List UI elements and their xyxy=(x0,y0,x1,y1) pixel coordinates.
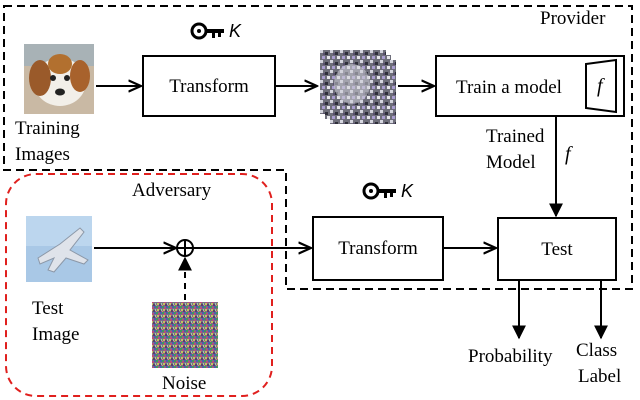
airplane-image xyxy=(26,216,92,282)
adder-icon xyxy=(176,239,194,257)
model-icon xyxy=(585,58,617,114)
key-icon xyxy=(362,182,396,200)
test-label: Test xyxy=(541,239,573,260)
transform-box-bottom xyxy=(312,216,444,281)
test-image-line1: Test xyxy=(32,298,64,319)
trained-model-line1: Trained xyxy=(486,126,545,147)
adversary-region xyxy=(5,173,273,397)
test-box xyxy=(497,217,617,281)
transform-box-top xyxy=(142,55,276,117)
model-f-symbol: f xyxy=(597,75,605,97)
provider-region xyxy=(3,5,633,290)
key-symbol-top: K xyxy=(229,21,242,41)
transform-label-bottom: Transform xyxy=(338,238,418,259)
test-image-line2: Image xyxy=(32,324,79,345)
key-symbol-bottom: K xyxy=(401,181,414,201)
dog-image xyxy=(24,44,94,114)
trained-model-line2: Model xyxy=(486,152,536,173)
adversary-label: Adversary xyxy=(132,180,212,201)
transformed-image xyxy=(320,50,396,124)
training-images-line2: Images xyxy=(15,144,70,165)
provider-label: Provider xyxy=(540,8,606,29)
key-icon xyxy=(190,22,224,40)
noise-label: Noise xyxy=(162,373,206,394)
training-images-line1: Training xyxy=(15,118,80,139)
train-model-label: Train a model xyxy=(456,77,562,98)
class-label-line2: Label xyxy=(578,366,621,387)
probability-label: Probability xyxy=(468,346,553,367)
trained-f-symbol: f xyxy=(565,143,573,165)
class-label-line1: Class xyxy=(576,340,617,361)
noise-image xyxy=(152,302,218,368)
transform-label-top: Transform xyxy=(169,76,249,97)
